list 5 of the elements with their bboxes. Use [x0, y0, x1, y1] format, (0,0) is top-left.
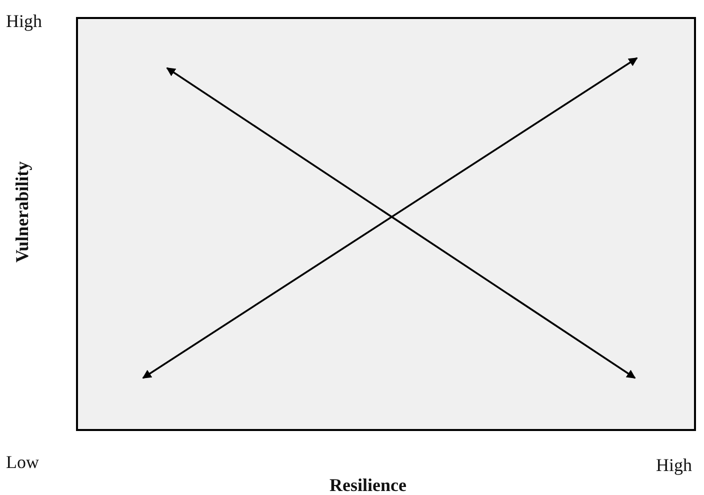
axis-tick-label: High	[656, 456, 692, 474]
x-axis-title: Resilience	[330, 476, 406, 494]
y-axis-title: Vulnerability	[13, 161, 31, 263]
axis-tick-label: High	[6, 12, 42, 30]
axis-tick-label: Low	[6, 453, 39, 471]
